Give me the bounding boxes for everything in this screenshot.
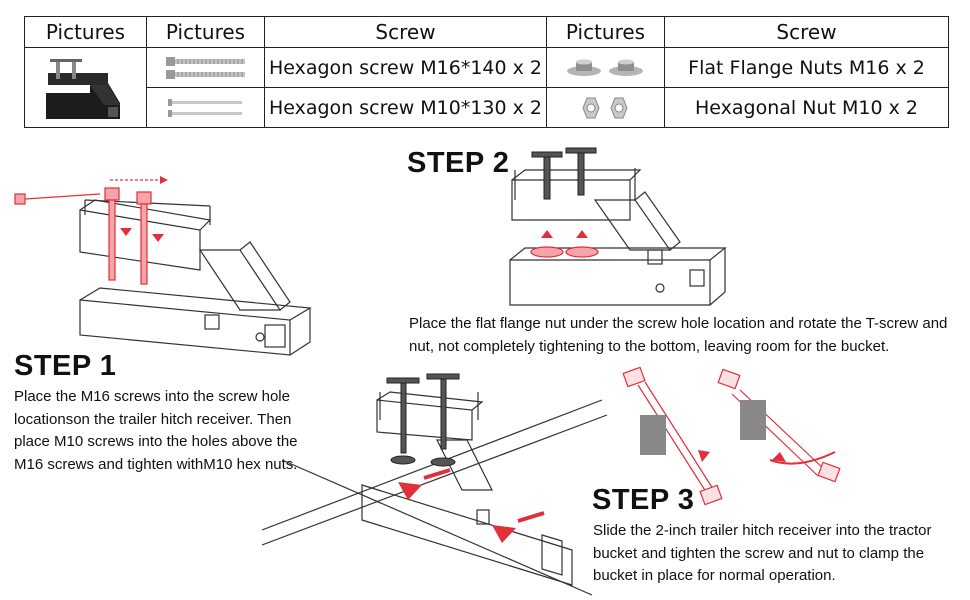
step1-text: Place the M16 screws into the screw hole… (14, 388, 298, 473)
header-screw-2: Screw (664, 16, 949, 48)
step2-illustration (509, 147, 727, 306)
thin-bolts-icon (167, 98, 242, 117)
hex-nut-label: Hexagonal Nut M10 x 2 (664, 87, 949, 128)
step3-text: Slide the 2-inch trailer hitch receiver … (593, 522, 932, 584)
step3-illustration (262, 373, 608, 596)
header-pictures-2: Pictures (146, 16, 265, 48)
step3-title: STEP 3 (592, 484, 695, 516)
flange-nut-picture-cell (546, 47, 665, 88)
hex-nut-icon (581, 97, 628, 118)
step2-title: STEP 2 (407, 147, 510, 179)
step3-detail-illustration (622, 366, 841, 506)
m10-screw-label: Hexagon screw M10*130 x 2 (264, 87, 547, 128)
long-threaded-screws-icon (165, 56, 245, 79)
hitch-receiver-product-icon (45, 58, 120, 119)
m10-screw-picture-cell (146, 87, 265, 128)
flange-nut-label: Flat Flange Nuts M16 x 2 (664, 47, 949, 88)
table-row: Hexagon screw M10*130 x 2 Hexagonal Nut … (25, 87, 949, 128)
header-screw-1: Screw (264, 16, 547, 48)
product-photo-cell (24, 47, 147, 128)
m16-screw-label: Hexagon screw M16*140 x 2 (264, 47, 547, 88)
table-row: Hexagon screw M16*140 x 2 Flat Flange Nu… (24, 47, 949, 128)
step1-title: STEP 1 (14, 350, 117, 382)
table-header-row: Pictures Pictures Screw Pictures Screw (24, 16, 949, 48)
step2-text: Place the flat flange nut under the scre… (409, 315, 948, 355)
m16-screw-picture-cell (146, 47, 265, 88)
header-pictures-3: Pictures (546, 16, 665, 48)
hex-nut-picture-cell (546, 87, 665, 128)
step1-illustration (14, 176, 312, 356)
flange-nut-icon (566, 59, 643, 76)
parts-table: Pictures Pictures Screw Pictures Screw (24, 16, 949, 128)
header-pictures-1: Pictures (24, 16, 147, 48)
